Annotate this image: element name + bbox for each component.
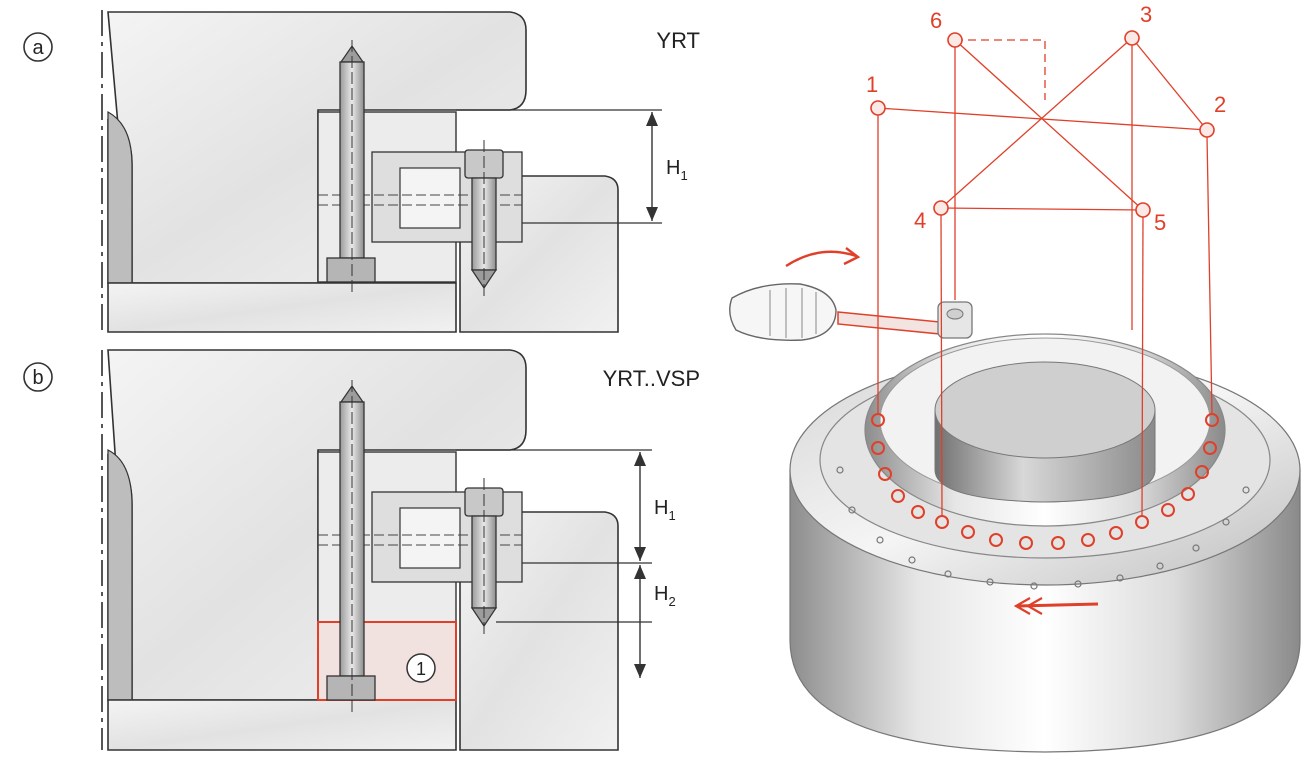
- marker-2: [1199, 122, 1215, 138]
- rotation-arrow: [1017, 602, 1099, 608]
- seq-label-4: 4: [914, 208, 926, 233]
- torque-wrench: [837, 301, 973, 339]
- panel-b-title: YRT..VSP: [603, 366, 700, 391]
- rollers-b: [399, 507, 461, 569]
- dimension-h1-b: H1: [456, 449, 676, 564]
- h1-b-label: H1: [654, 497, 676, 523]
- short-bolt-a: [464, 140, 504, 296]
- dimension-h2-b: H2: [496, 565, 676, 678]
- panel-a-letter-badge: a: [23, 32, 53, 62]
- marker-6: [947, 32, 963, 48]
- marker-1: [870, 100, 886, 116]
- sequence-labels: 1 2 3 4 5 6: [866, 2, 1226, 235]
- housing-bore-shadow-b: [107, 449, 133, 701]
- seq-label-3: 3: [1140, 2, 1152, 27]
- turn-arrow-head: [843, 247, 861, 266]
- short-bolt-b: [464, 478, 504, 634]
- marker-5: [1135, 202, 1151, 218]
- panel-b-letter: b: [32, 367, 43, 389]
- panel-b: b YRT..VSP 1: [23, 349, 700, 751]
- hand-icon: [729, 283, 837, 341]
- seq-line-4-5: [940, 207, 1144, 211]
- rotation-arrow-heads: [1013, 597, 1043, 615]
- seq-label-2: 2: [1214, 92, 1226, 117]
- tightening-sequence: [877, 37, 1213, 517]
- panel-a-letter: a: [32, 37, 44, 59]
- bearing-bore-top: [934, 361, 1156, 459]
- housing-bore-shadow-a: [107, 110, 133, 284]
- callout-1: 1: [406, 653, 436, 683]
- dimension-h1-a: H1: [456, 109, 688, 224]
- bolt-hole-ring: [871, 413, 1219, 550]
- rollers-a: [399, 167, 461, 229]
- lower-base-a: [107, 282, 457, 333]
- bearing-illustration: [729, 247, 1301, 753]
- proj-2: [1206, 135, 1213, 415]
- seq-line-5-6: [954, 39, 1144, 211]
- h1-a-label: H1: [666, 157, 688, 183]
- seq-line-2-3: [1131, 37, 1208, 131]
- lower-base-b: [107, 699, 457, 751]
- proj-4: [940, 213, 943, 517]
- seq-label-1: 1: [866, 72, 878, 97]
- seq-label-5: 5: [1154, 210, 1166, 235]
- outer-holes: [836, 466, 1250, 590]
- seq-line-3-4: [940, 37, 1133, 209]
- h2-b-label: H2: [654, 583, 676, 609]
- marker-3: [1124, 30, 1140, 46]
- seq-line-6-start: [955, 39, 1046, 100]
- seq-label-6: 6: [930, 8, 942, 33]
- proj-5: [1141, 215, 1144, 517]
- turn-arrow: [785, 250, 857, 268]
- panel-b-letter-badge: b: [23, 362, 53, 392]
- marker-4: [933, 200, 949, 216]
- panel-a-title: YRT: [656, 28, 700, 53]
- long-bolt-b: [326, 380, 376, 716]
- svg-text:1: 1: [416, 659, 426, 679]
- long-bolt-a: [326, 40, 376, 296]
- panel-a: a YRT: [23, 10, 700, 333]
- sequence-markers: [870, 30, 1215, 218]
